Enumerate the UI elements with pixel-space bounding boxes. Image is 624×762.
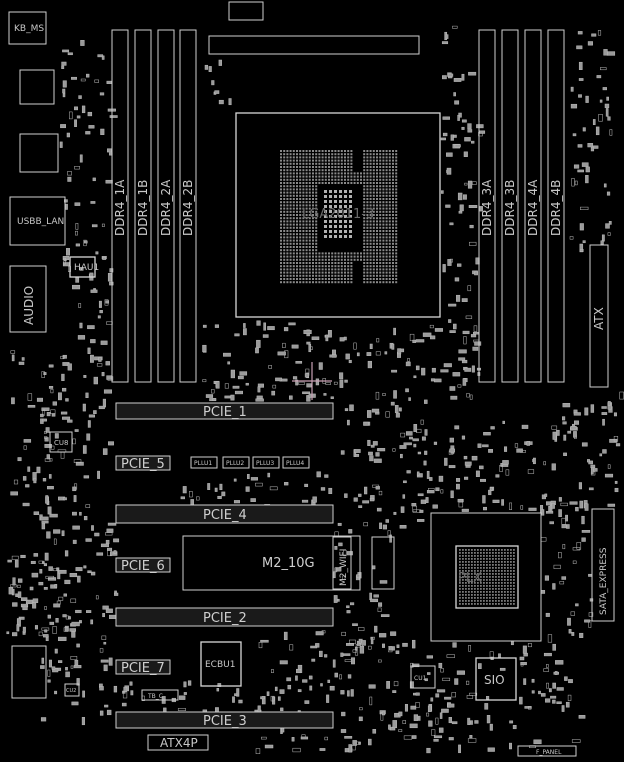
cu8-label: CU8 — [54, 439, 68, 447]
ecbu1-label: ECBU1 — [205, 660, 235, 670]
cu2-label: CU2 — [66, 688, 76, 694]
atx-label: ATX — [592, 307, 606, 330]
cu8-chip — [49, 431, 73, 453]
pllu-label-1: PLLU1 — [194, 460, 212, 467]
cpu-socket — [235, 112, 441, 318]
dimm-label-2b: DDR4_2B — [181, 180, 195, 236]
pcie-slot-5 — [115, 455, 171, 471]
pcie-slot-4 — [115, 504, 334, 524]
pcie-label-1: PCIE_1 — [203, 405, 247, 420]
dimm-label-3a: DDR4_3A — [480, 179, 494, 236]
kb-ms-label: KB_MS — [14, 24, 44, 34]
chipset-label: PLX — [458, 571, 482, 586]
cu1-chip — [410, 665, 436, 689]
pcie-label-4: PCIE_4 — [203, 508, 247, 523]
vrm-connector-top — [208, 35, 420, 55]
dimm-label-4a: DDR4_4A — [526, 179, 540, 236]
component-pads — [6, 25, 624, 754]
f-panel-label: F_PANEL — [536, 749, 562, 756]
chipset-pins — [459, 549, 515, 605]
audio-connector — [9, 265, 47, 333]
dimm-label-4b: DDR4_4B — [549, 180, 563, 236]
pllu-chips: PLLU1 PLLU2 PLLU3 PLLU4 — [190, 456, 310, 469]
cpu-socket-pins — [280, 150, 398, 284]
tb-c-label: TB_C — [147, 693, 163, 700]
m2-10g-slot — [182, 535, 361, 591]
audio-label: AUDIO — [22, 286, 36, 325]
pcie-slot-1 — [115, 402, 334, 420]
chipset-chip — [455, 545, 519, 609]
sata-express-label: SATA_EXPRESS — [599, 547, 609, 615]
tb-c-header — [141, 689, 179, 701]
usbb-lan-label: USBB_LAN — [17, 217, 64, 227]
usbb-lan-connector — [9, 196, 66, 246]
hau1-label: HAU1 — [74, 263, 99, 273]
m2-wifi-label: M2_WIFI — [339, 549, 349, 586]
pcie-slot-2 — [115, 607, 334, 627]
cu1-label: CU1 — [414, 675, 427, 682]
pllu-label-4: PLLU4 — [286, 460, 304, 467]
sio-chip — [475, 657, 517, 701]
ecbu1-chip — [200, 641, 242, 687]
atx4p-label: ATX4P — [160, 736, 198, 750]
chipset-area — [430, 512, 542, 642]
dimm-label-1b: DDR4_1B — [136, 180, 150, 236]
sata-express-connector — [591, 508, 615, 622]
dimm-label-2a: DDR4_2A — [159, 179, 173, 236]
atx-connector — [589, 244, 609, 388]
m2-10g-label: M2_10G — [262, 556, 315, 571]
dimm-slots-left: DDR4_1A DDR4_1B DDR4_2A DDR4_2B — [111, 29, 197, 383]
cu2-chip — [64, 683, 80, 697]
pcie-label-6: PCIE_6 — [121, 559, 165, 574]
top-header — [228, 1, 264, 21]
sio-label: SIO — [484, 673, 505, 687]
crosshair-marker — [292, 362, 332, 400]
m2-wifi-slot — [332, 536, 352, 590]
dimm-label-1a: DDR4_1A — [113, 179, 127, 236]
m2-wifi-bracket — [371, 536, 395, 590]
left-bottom-chip — [11, 645, 47, 699]
hau1-chip — [69, 256, 96, 278]
usb-port-1 — [19, 69, 55, 105]
pcie-label-5: PCIE_5 — [121, 457, 165, 472]
f-panel-connector — [517, 745, 577, 757]
kb-ms-connector — [8, 11, 47, 45]
pcie-slot-3 — [115, 711, 334, 729]
pcie-slot-6 — [115, 557, 171, 573]
pcie-label-7: PCIE_7 — [121, 661, 165, 676]
pllu-label-3: PLLU3 — [256, 460, 274, 467]
dimm-slots-right: DDR4_3A DDR4_3B DDR4_4A DDR4_4B — [478, 29, 565, 383]
atx4p-connector — [147, 734, 209, 751]
pcie-slot-7 — [115, 659, 171, 675]
usb-port-2 — [19, 133, 59, 173]
dimm-label-3b: DDR4_3B — [503, 180, 517, 236]
pcie-label-2: PCIE_2 — [203, 611, 247, 626]
pllu-label-2: PLLU2 — [226, 460, 244, 467]
pcie-label-3: PCIE_3 — [203, 714, 247, 729]
socket-label: LGA2011-3 — [302, 207, 374, 222]
